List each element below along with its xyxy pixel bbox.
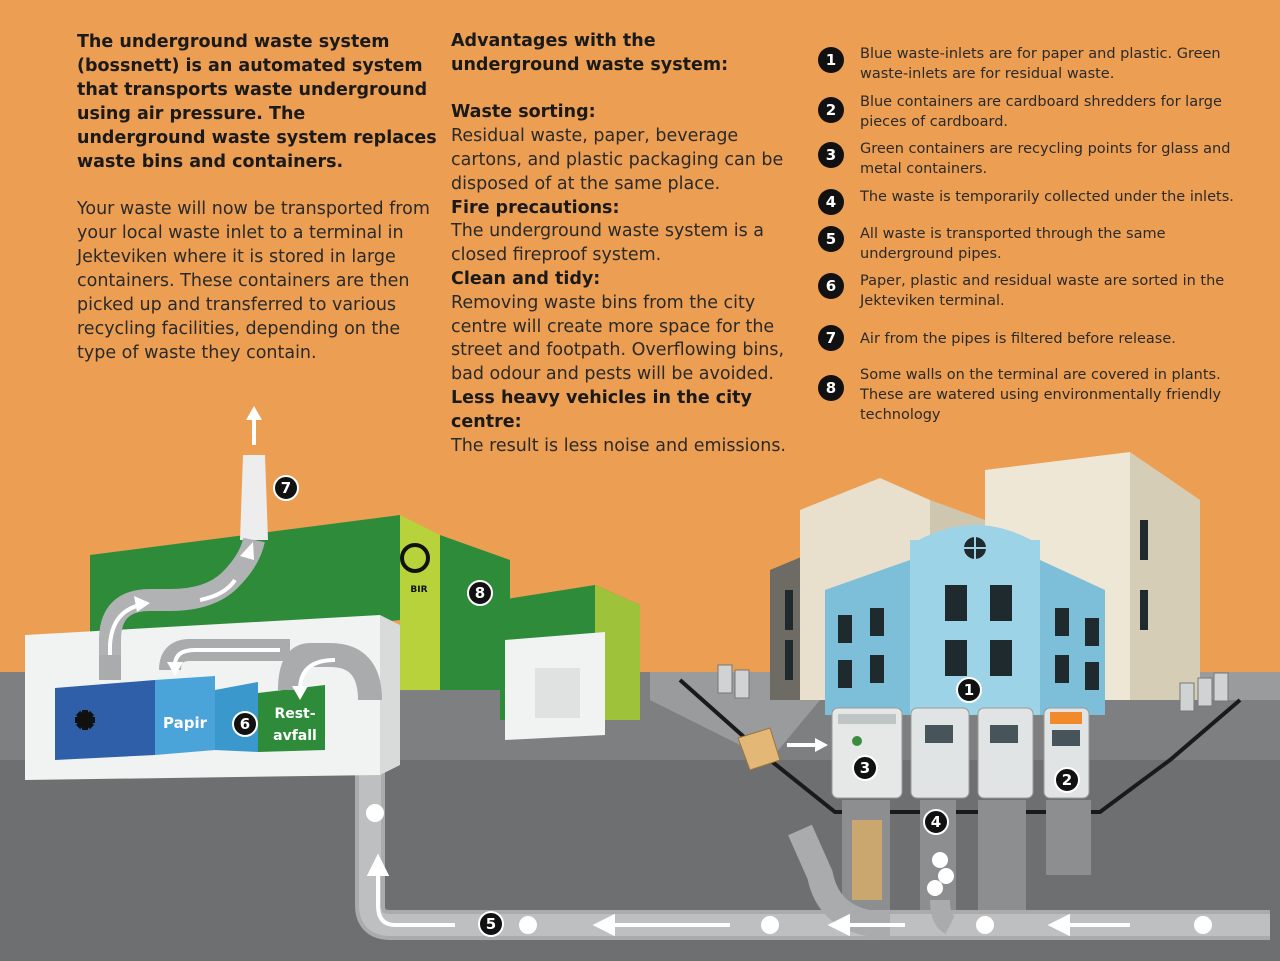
intro-heading: The underground waste system (bossnett) … — [77, 32, 437, 172]
shaft-plastic — [978, 800, 1026, 910]
shaft-cardboard — [1046, 800, 1091, 875]
badge-5: 5 — [478, 911, 504, 937]
advantage-text-waste-sorting: Residual waste, paper, beverage cartons,… — [451, 126, 784, 194]
papir-label: Papir — [163, 714, 208, 732]
restavfall-label-line1: Rest- — [274, 706, 315, 722]
advantage-text-fire: The underground waste system is a closed… — [451, 221, 764, 266]
advantage-heading-vehicles: Less heavy vehicles in the city centre: — [451, 387, 752, 432]
legend-number: 7 — [818, 325, 844, 351]
badge-1: 1 — [956, 677, 982, 703]
flow-arrows — [366, 853, 1130, 937]
side-inlets — [717, 664, 1229, 712]
advantages-title-line1: Advantages with the — [451, 31, 656, 51]
restavfall-label-line2: avfall — [273, 728, 317, 744]
legend-number: 5 — [818, 226, 844, 252]
legend-item-3: 3 Green containers are recycling points … — [818, 139, 1258, 179]
legend-text: The waste is temporarily collected under… — [860, 189, 1234, 205]
cardboard-box — [737, 727, 781, 771]
legend-number: 8 — [818, 375, 844, 401]
legend-text: Air from the pipes is filtered before re… — [860, 331, 1176, 347]
badge-8: 8 — [467, 580, 493, 606]
fan-unit — [55, 680, 155, 760]
papir-container — [155, 676, 215, 755]
legend-item-7: 7 Air from the pipes is filtered before … — [818, 325, 1258, 351]
advantage-heading-waste-sorting: Waste sorting: — [451, 102, 596, 123]
legend-number: 4 — [818, 189, 844, 215]
advantage-text-clean: Removing waste bins from the city centre… — [451, 292, 785, 385]
city-buildings — [770, 452, 1200, 715]
legend-text: Green containers are recycling points fo… — [860, 141, 1231, 177]
legend-text: Blue containers are cardboard shredders … — [860, 94, 1222, 130]
badge-4: 4 — [923, 809, 949, 835]
waste-inlets — [831, 707, 1090, 799]
fan-icon — [75, 710, 95, 730]
advantage-text-vehicles: The result is less noise and emissions. — [451, 435, 786, 456]
legend-item-1: 1 Blue waste-inlets are for paper and pl… — [818, 44, 1258, 84]
badge-6: 6 — [232, 711, 258, 737]
legend-text: Some walls on the terminal are covered i… — [860, 367, 1222, 423]
legend-item-2: 2 Blue containers are cardboard shredder… — [818, 92, 1258, 132]
advantage-heading-clean: Clean and tidy: — [451, 268, 601, 289]
legend-number: 6 — [818, 273, 844, 299]
badge-7: 7 — [273, 475, 299, 501]
legend-number: 1 — [818, 47, 844, 73]
legend-item-4: 4 The waste is temporarily collected und… — [818, 187, 1258, 215]
legend-text: Paper, plastic and residual waste are so… — [860, 273, 1225, 309]
badge-2: 2 — [1054, 767, 1080, 793]
advantage-heading-fire: Fire precautions: — [451, 197, 620, 218]
legend-number: 2 — [818, 97, 844, 123]
legend-text: Blue waste-inlets are for paper and plas… — [860, 46, 1221, 82]
legend: 1 Blue waste-inlets are for paper and pl… — [818, 44, 1258, 425]
legend-text: All waste is transported through the sam… — [860, 226, 1166, 262]
intro-body: Your waste will now be transported from … — [77, 199, 430, 363]
badge-3: 3 — [852, 755, 878, 781]
legend-number: 3 — [818, 142, 844, 168]
legend-item-8: 8 Some walls on the terminal are covered… — [818, 365, 1258, 425]
bir-logo-text: BIR — [410, 585, 427, 595]
restavfall-container — [258, 685, 325, 752]
advantages-column: Advantages with the underground waste sy… — [451, 30, 786, 458]
legend-item-5: 5 All waste is transported through the s… — [818, 224, 1258, 264]
advantages-title-line2: underground waste system: — [451, 54, 729, 75]
legend-item-6: 6 Paper, plastic and residual waste are … — [818, 271, 1258, 311]
